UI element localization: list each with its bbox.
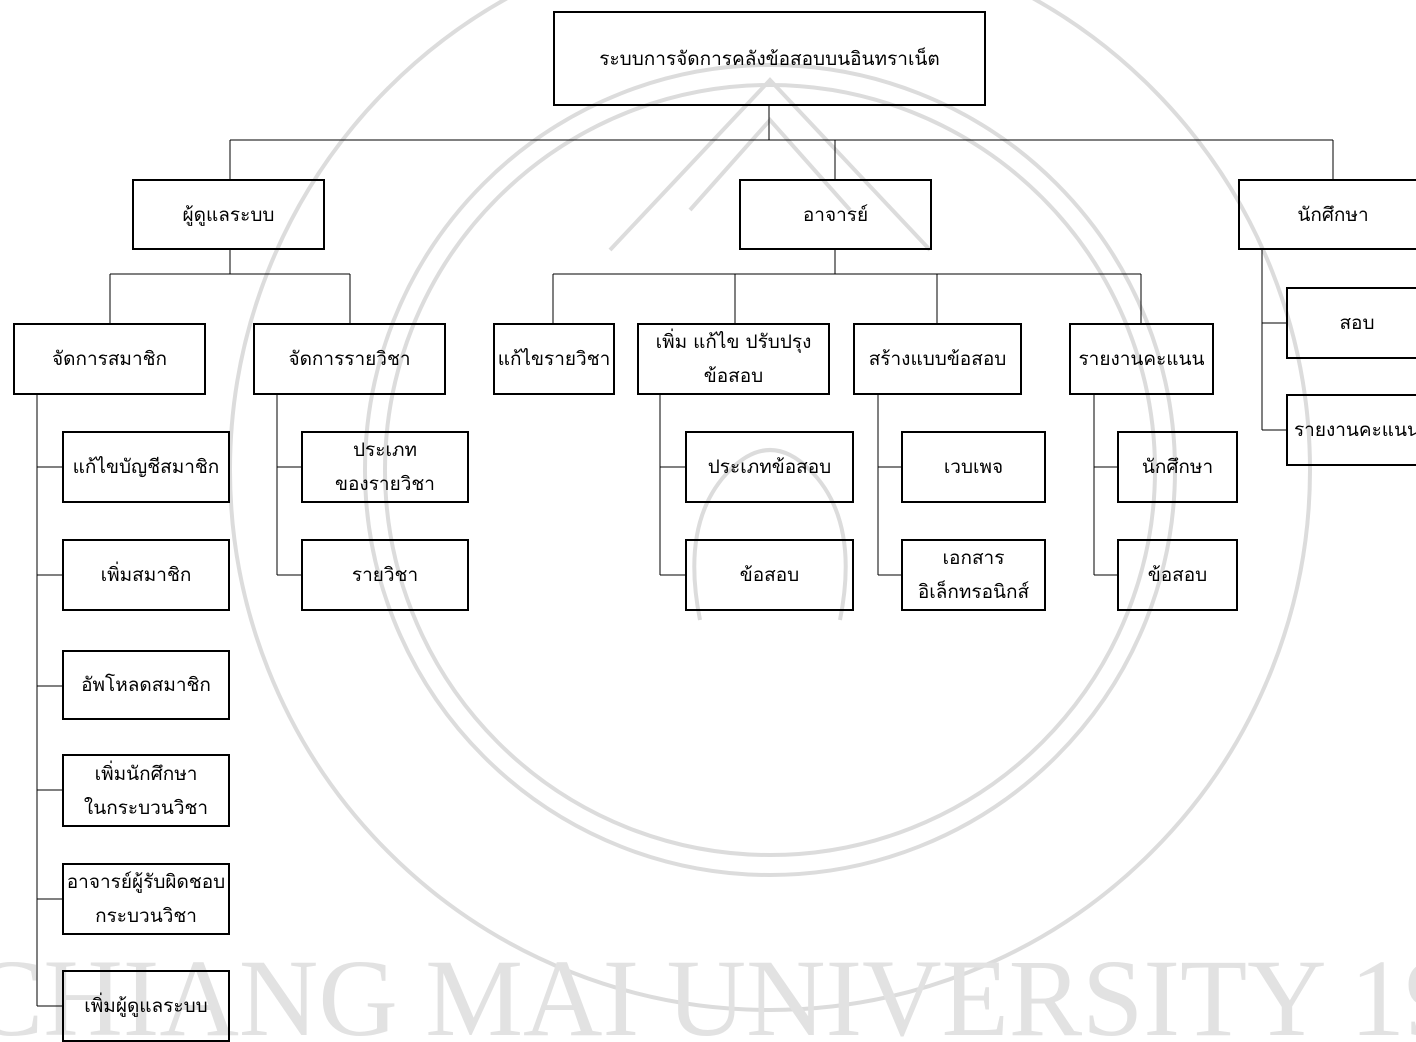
member-item-label: เพิ่มสมาชิก <box>100 564 192 586</box>
member-item-label: เพิ่มผู้ดูแลระบบ <box>84 995 208 1017</box>
student-node: นักศึกษา <box>1238 179 1416 250</box>
manage-courses-node: จัดการรายวิชา <box>253 323 446 395</box>
root-label: ระบบการจัดการคลังข้อสอบบนอินทราเน็ต <box>599 47 940 70</box>
member-item-add-member: เพิ่มสมาชิก <box>62 539 230 611</box>
edit-course-node: แก้ไขรายวิชา <box>493 323 615 395</box>
manage-questions-node: เพิ่ม แก้ไข ปรับปรุง ข้อสอบ <box>637 323 830 395</box>
student-exam-label: สอบ <box>1339 312 1375 334</box>
member-item-label: อาจารย์ผู้รับผิดชอบ กระบวนวิชา <box>66 871 226 927</box>
manage-members-node: จัดการสมาชิก <box>13 323 206 395</box>
report-node: รายงานคะแนน <box>1069 323 1214 395</box>
manage-questions-label: เพิ่ม แก้ไข ปรับปรุง ข้อสอบ <box>655 331 812 387</box>
admin-node: ผู้ดูแลระบบ <box>132 179 325 250</box>
report-item-question: ข้อสอบ <box>1117 539 1238 611</box>
member-item-edit-account: แก้ไขบัญชีสมาชิก <box>62 431 230 503</box>
member-item-upload-members: อัพโหลดสมาชิก <box>62 650 230 720</box>
teacher-label: อาจารย์ <box>802 203 869 226</box>
question-item-label: ประเภทข้อสอบ <box>707 456 832 478</box>
course-item-course: รายวิชา <box>301 539 469 611</box>
student-report-label: รายงานคะแนน <box>1293 419 1416 441</box>
create-exam-label: สร้างแบบข้อสอบ <box>868 348 1007 370</box>
report-item-label: ข้อสอบ <box>1147 564 1208 586</box>
member-item-label: อัพโหลดสมาชิก <box>81 674 211 696</box>
exam-item-label: เวบเพจ <box>943 456 1004 478</box>
teacher-node: อาจารย์ <box>739 179 932 250</box>
manage-courses-label: จัดการรายวิชา <box>288 348 411 370</box>
student-report-node: รายงานคะแนน <box>1286 394 1416 466</box>
student-label: นักศึกษา <box>1297 203 1369 226</box>
member-item-label: แก้ไขบัญชีสมาชิก <box>72 456 220 478</box>
question-item-question: ข้อสอบ <box>685 539 854 611</box>
report-item-student: นักศึกษา <box>1117 431 1238 503</box>
course-item-category: ประเภท ของรายวิชา <box>301 431 469 503</box>
manage-members-label: จัดการสมาชิก <box>51 348 168 370</box>
exam-item-webpage: เวบเพจ <box>901 431 1046 503</box>
root-node: ระบบการจัดการคลังข้อสอบบนอินทราเน็ต <box>553 11 986 106</box>
member-item-add-students: เพิ่มนักศึกษา ในกระบวนวิชา <box>62 754 230 827</box>
student-exam-node: สอบ <box>1286 287 1416 359</box>
report-item-label: นักศึกษา <box>1141 456 1214 478</box>
report-label: รายงานคะแนน <box>1078 348 1205 370</box>
question-item-label: ข้อสอบ <box>739 564 800 586</box>
admin-label: ผู้ดูแลระบบ <box>182 203 275 226</box>
course-item-label: ประเภท ของรายวิชา <box>335 439 435 495</box>
member-item-course-instructor: อาจารย์ผู้รับผิดชอบ กระบวนวิชา <box>62 863 230 935</box>
exam-item-electronic-document: เอกสาร อิเล็กทรอนิกส์ <box>901 539 1046 611</box>
member-item-add-admin: เพิ่มผู้ดูแลระบบ <box>62 970 230 1042</box>
question-item-type: ประเภทข้อสอบ <box>685 431 854 503</box>
exam-item-label: เอกสาร อิเล็กทรอนิกส์ <box>917 547 1030 603</box>
create-exam-node: สร้างแบบข้อสอบ <box>853 323 1022 395</box>
edit-course-label: แก้ไขรายวิชา <box>497 348 611 370</box>
member-item-label: เพิ่มนักศึกษา ในกระบวนวิชา <box>83 762 209 819</box>
course-item-label: รายวิชา <box>351 564 419 586</box>
